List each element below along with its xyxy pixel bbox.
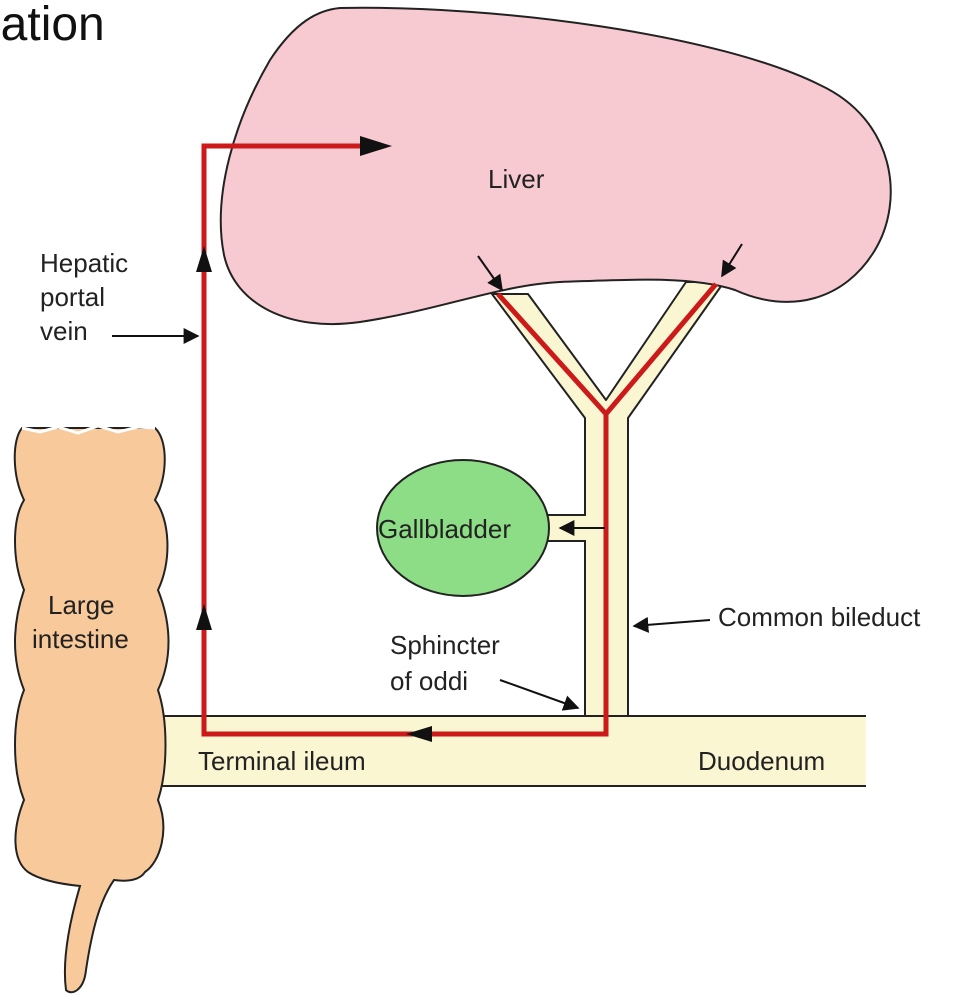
- large-intestine-label-2: intestine: [32, 624, 129, 654]
- gallbladder-label: Gallbladder: [378, 514, 511, 544]
- title-fragment: lation: [0, 0, 105, 51]
- hepatic-portal-vein-label-3: vein: [40, 316, 88, 346]
- sphincter-label-2: of oddi: [390, 666, 468, 696]
- hepatic-portal-vein-label-1: Hepatic: [40, 248, 128, 278]
- terminal-ileum-label: Terminal ileum: [198, 746, 366, 776]
- liver: [221, 8, 891, 324]
- hepatic-portal-vein-label-2: portal: [40, 282, 105, 312]
- common-bile-duct-label: Common bileduct: [718, 602, 921, 632]
- liver-label: Liver: [488, 164, 545, 194]
- large-intestine: [15, 428, 169, 992]
- sphincter-label-1: Sphincter: [390, 630, 500, 660]
- large-intestine-label-1: Large: [48, 590, 115, 620]
- duodenum-label: Duodenum: [698, 746, 825, 776]
